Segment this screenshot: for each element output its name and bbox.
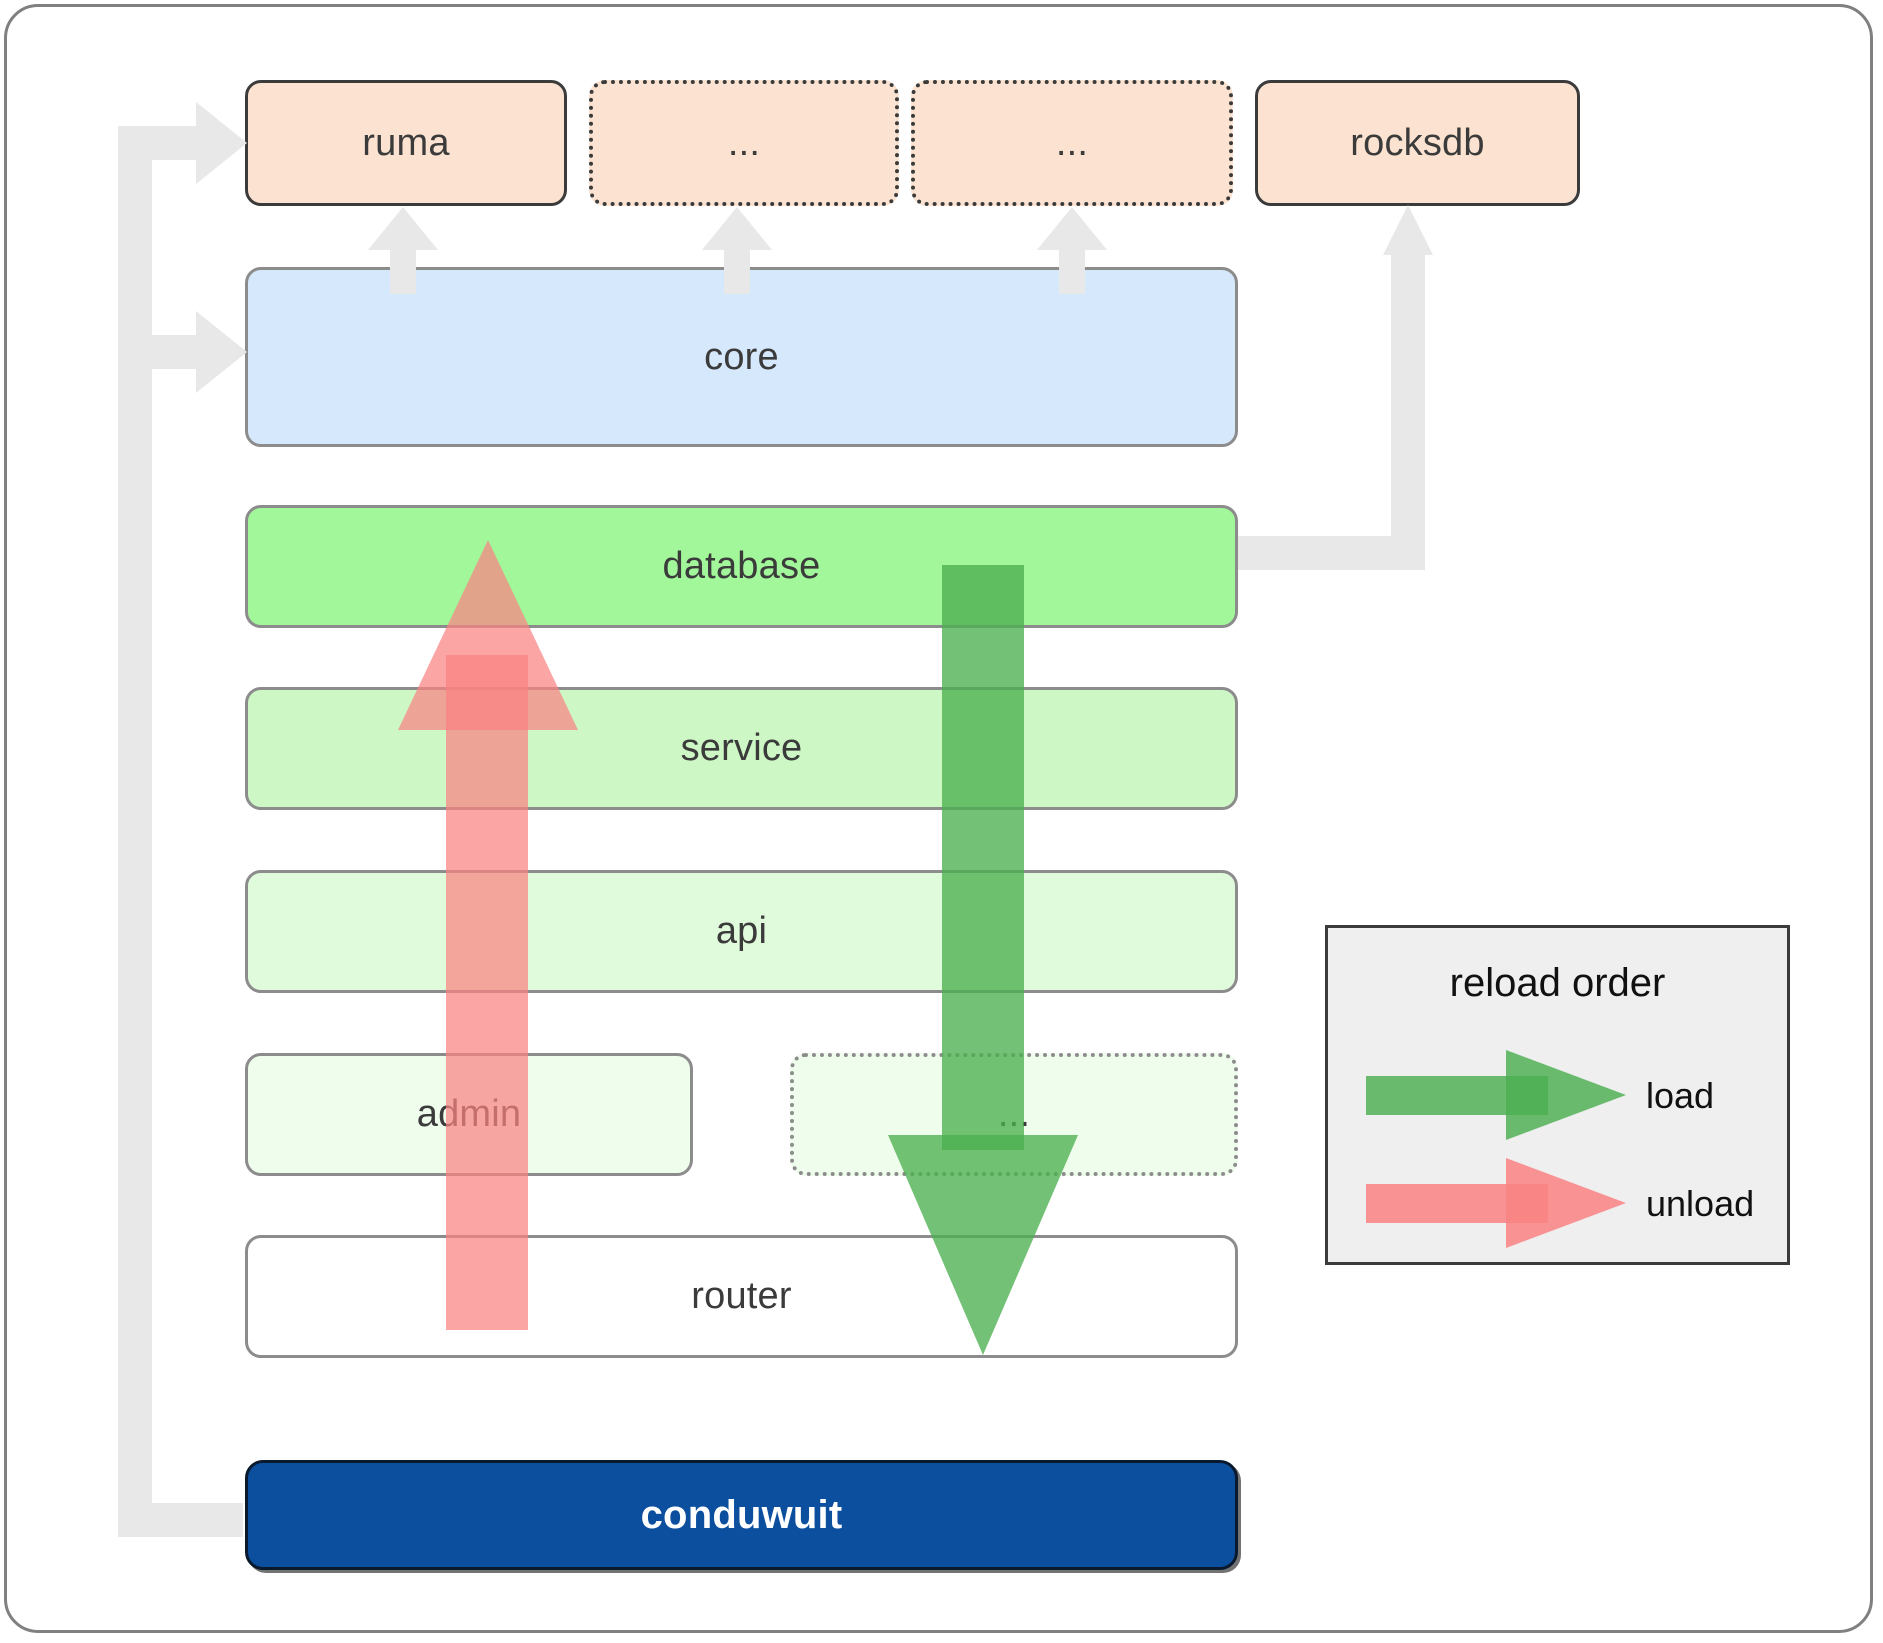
legend-panel: reload order load unload <box>1325 925 1790 1265</box>
layer-label: database <box>662 545 821 587</box>
legend-load-label: load <box>1646 1075 1715 1116</box>
layer-box-core[interactable]: core <box>245 267 1238 447</box>
layer-label: service <box>680 727 803 769</box>
dependency-box-ruma[interactable]: ruma <box>245 80 567 206</box>
legend-unload-arrow-icon <box>1366 1158 1626 1248</box>
layer-box-database[interactable]: database <box>245 505 1238 628</box>
legend-unload-label: unload <box>1646 1183 1755 1224</box>
layer-label: admin <box>416 1093 522 1135</box>
app-box-conduwuit[interactable]: conduwuit <box>245 1460 1238 1570</box>
legend-title: reload order <box>1449 961 1666 1005</box>
dependency-label: ruma <box>362 121 450 164</box>
layer-label: core <box>704 335 779 378</box>
layer-box-router[interactable]: router <box>245 1235 1238 1358</box>
layer-box-ellipsis[interactable]: ... <box>790 1053 1238 1176</box>
dependency-box-rocksdb[interactable]: rocksdb <box>1255 80 1580 206</box>
dependency-box-ellipsis-2[interactable]: ... <box>911 80 1233 206</box>
app-label: conduwuit <box>640 1492 843 1537</box>
dependency-box-ellipsis-1[interactable]: ... <box>589 80 899 206</box>
layer-label: api <box>715 910 768 952</box>
layer-box-api[interactable]: api <box>245 870 1238 993</box>
dependency-label: ... <box>1055 121 1089 164</box>
layer-label: ... <box>997 1093 1031 1135</box>
dependency-label: rocksdb <box>1350 121 1485 164</box>
diagram-frame <box>4 4 1873 1633</box>
layer-box-service[interactable]: service <box>245 687 1238 810</box>
layer-box-admin[interactable]: admin <box>245 1053 693 1176</box>
legend-load-arrow-icon <box>1366 1050 1626 1140</box>
dependency-label: ... <box>727 121 761 164</box>
layer-label: router <box>691 1275 792 1317</box>
